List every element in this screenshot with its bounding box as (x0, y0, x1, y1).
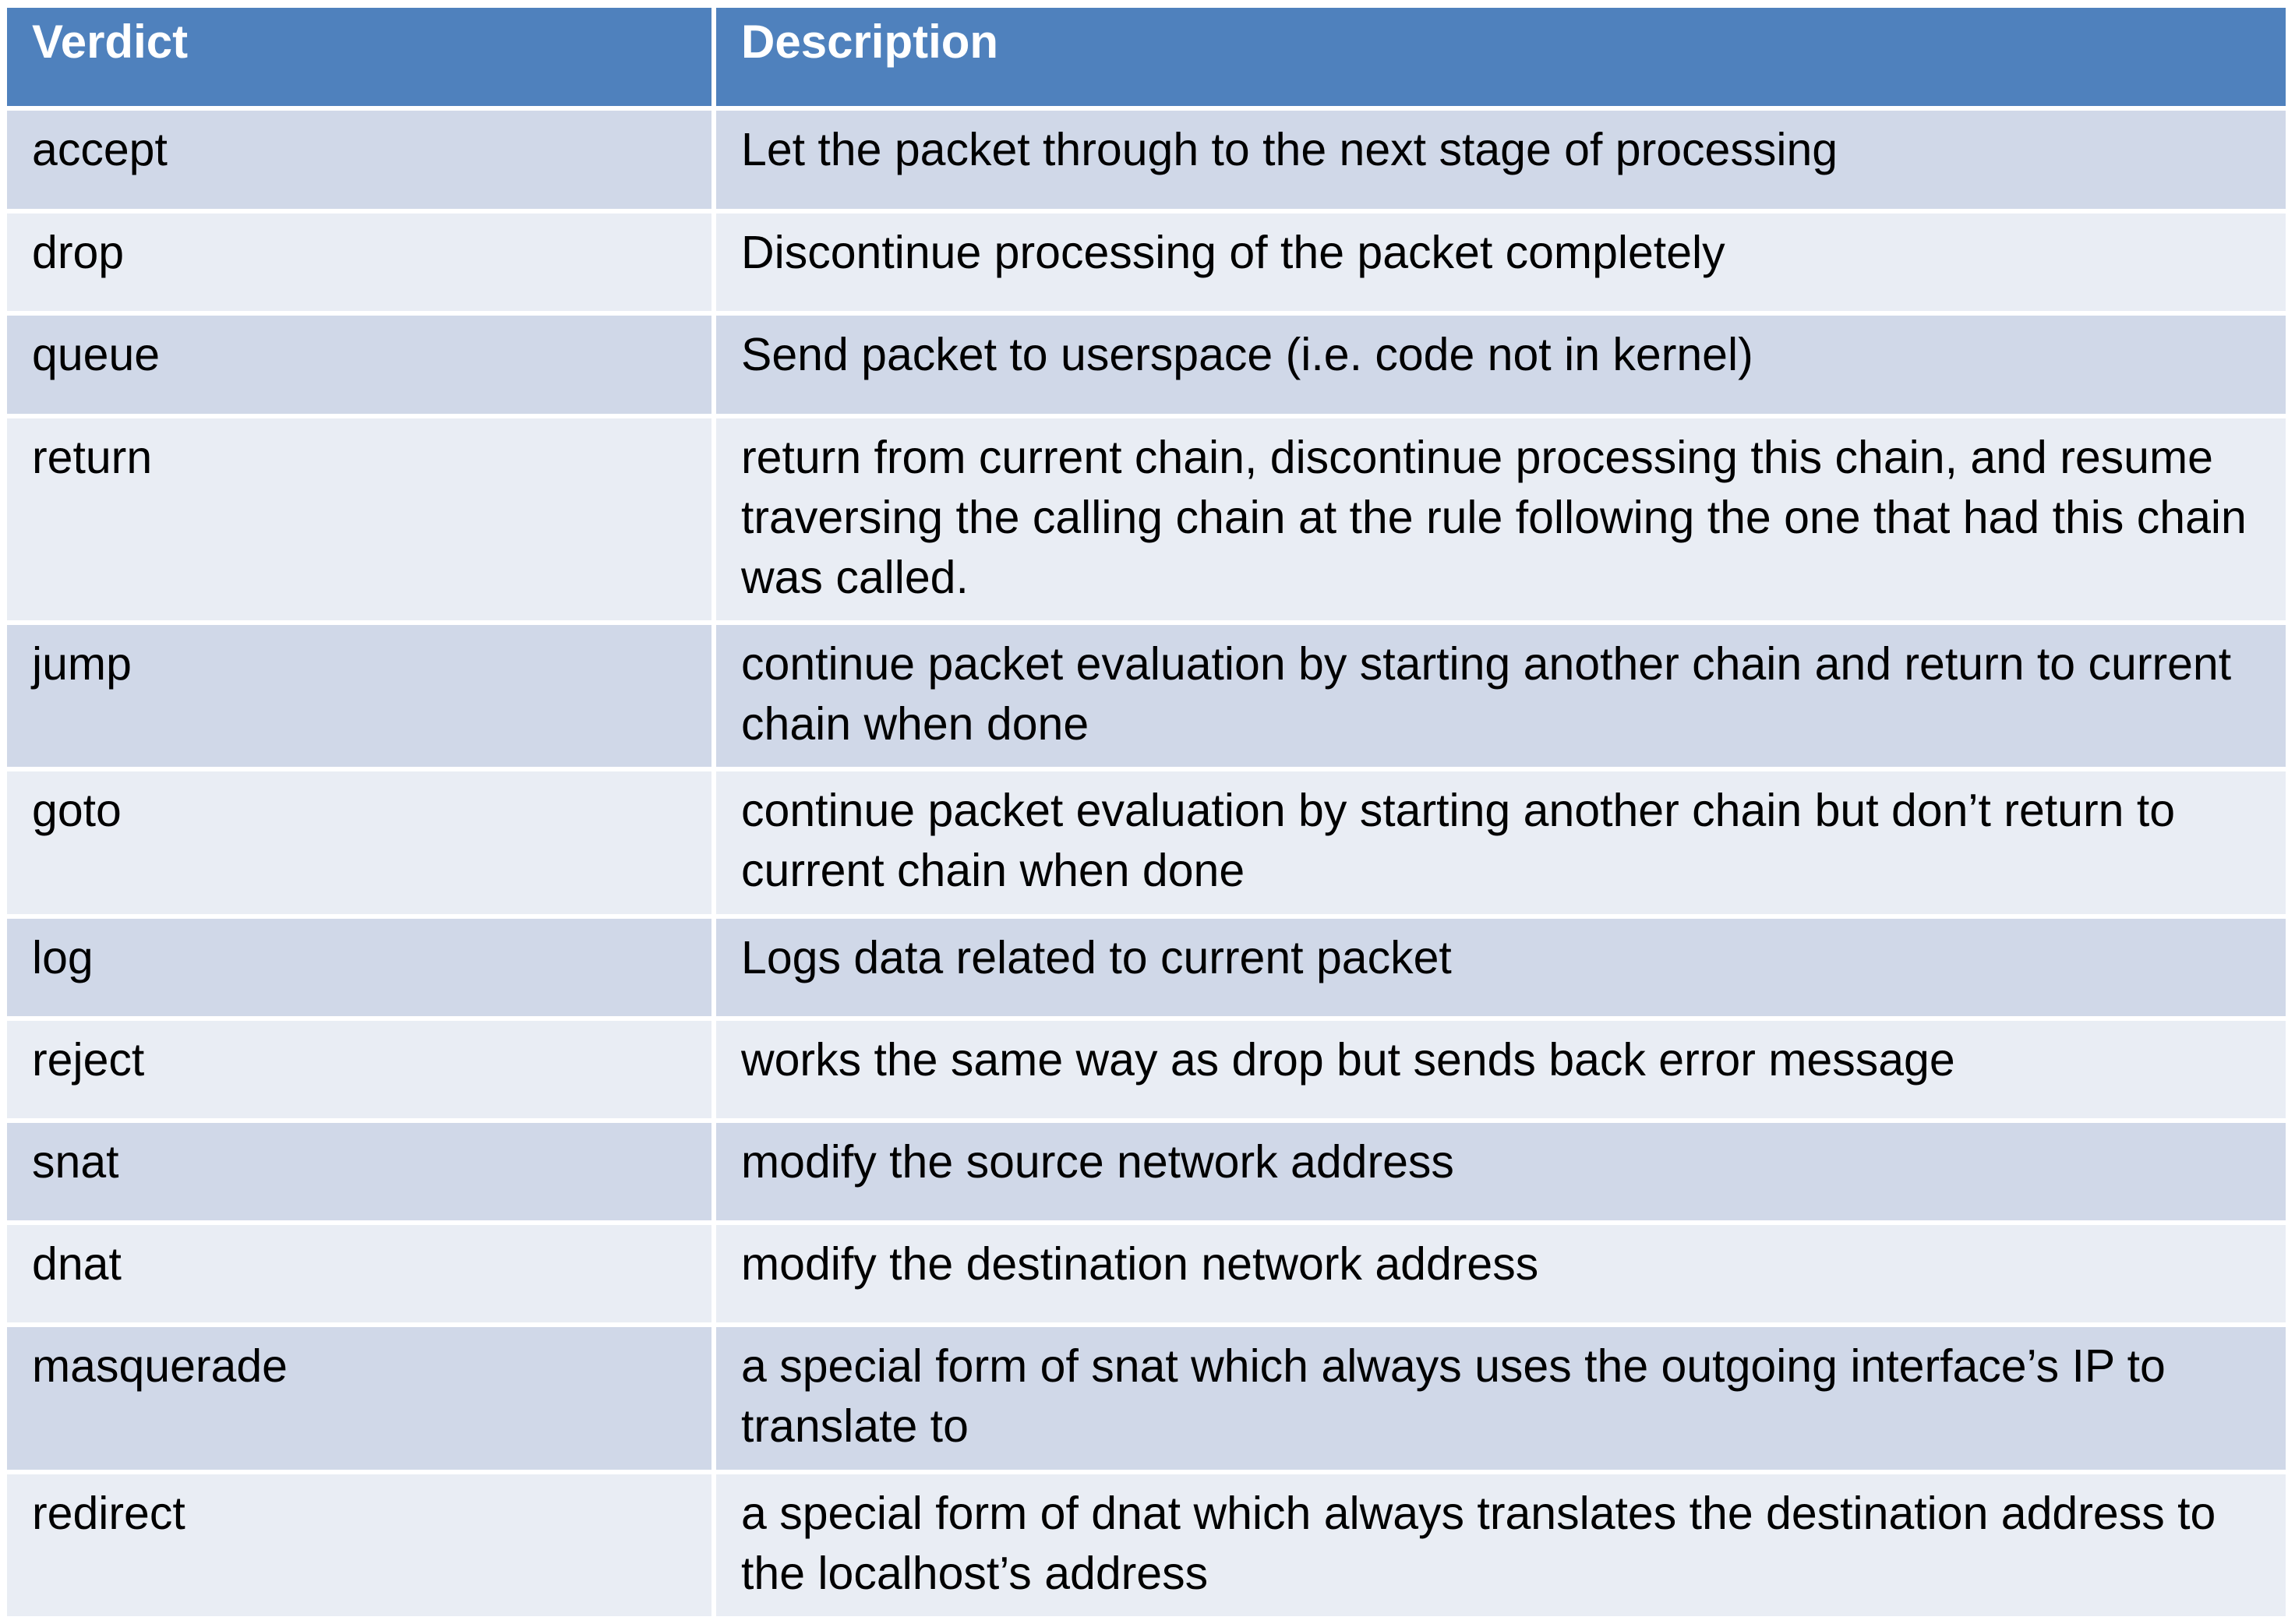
header-description: Description (711, 3, 2288, 111)
table-row: accept Let the packet through to the nex… (2, 105, 2288, 214)
description-cell: a special form of dnat which always tran… (711, 1469, 2288, 1622)
table-row: log Logs data related to current packet (2, 913, 2288, 1021)
table-header: Verdict Description (2, 3, 2288, 111)
verdict-cell: masquerade (2, 1322, 716, 1474)
table-row: queue Send packet to userspace (i.e. cod… (2, 311, 2288, 418)
description-cell: modify the source network address (711, 1117, 2288, 1226)
table-row: dnat modify the destination network addr… (2, 1220, 2288, 1328)
header-row: Verdict Description (2, 3, 2288, 111)
table-row: drop Discontinue processing of the packe… (2, 209, 2288, 316)
description-cell: a special form of snat which always uses… (711, 1322, 2288, 1474)
description-cell: works the same way as drop but sends bac… (711, 1015, 2288, 1123)
verdict-cell: queue (2, 311, 716, 418)
header-verdict: Verdict (2, 3, 716, 111)
description-cell: Send packet to userspace (i.e. code not … (711, 311, 2288, 418)
verdict-cell: snat (2, 1117, 716, 1226)
description-cell: Discontinue processing of the packet com… (711, 209, 2288, 316)
verdict-cell: jump (2, 620, 716, 772)
description-cell: modify the destination network address (711, 1220, 2288, 1328)
table-row: goto continue packet evaluation by start… (2, 767, 2288, 919)
description-cell: Let the packet through to the next stage… (711, 105, 2288, 214)
table-row: return return from current chain, discon… (2, 413, 2288, 625)
description-cell: continue packet evaluation by starting a… (711, 620, 2288, 772)
table-row: reject works the same way as drop but se… (2, 1015, 2288, 1123)
table-row: jump continue packet evaluation by start… (2, 620, 2288, 772)
verdict-cell: accept (2, 105, 716, 214)
verdict-cell: log (2, 913, 716, 1021)
description-cell: return from current chain, discontinue p… (711, 413, 2288, 625)
table-row: snat modify the source network address (2, 1117, 2288, 1226)
verdict-table: Verdict Description accept Let the packe… (2, 3, 2288, 1622)
table-row: masquerade a special form of snat which … (2, 1322, 2288, 1474)
description-cell: continue packet evaluation by starting a… (711, 767, 2288, 919)
verdict-cell: goto (2, 767, 716, 919)
verdict-cell: return (2, 413, 716, 625)
table-body: accept Let the packet through to the nex… (2, 105, 2288, 1622)
description-cell: Logs data related to current packet (711, 913, 2288, 1021)
table-row: redirect a special form of dnat which al… (2, 1469, 2288, 1622)
verdict-cell: redirect (2, 1469, 716, 1622)
verdict-cell: dnat (2, 1220, 716, 1328)
verdict-cell: drop (2, 209, 716, 316)
verdict-cell: reject (2, 1015, 716, 1123)
